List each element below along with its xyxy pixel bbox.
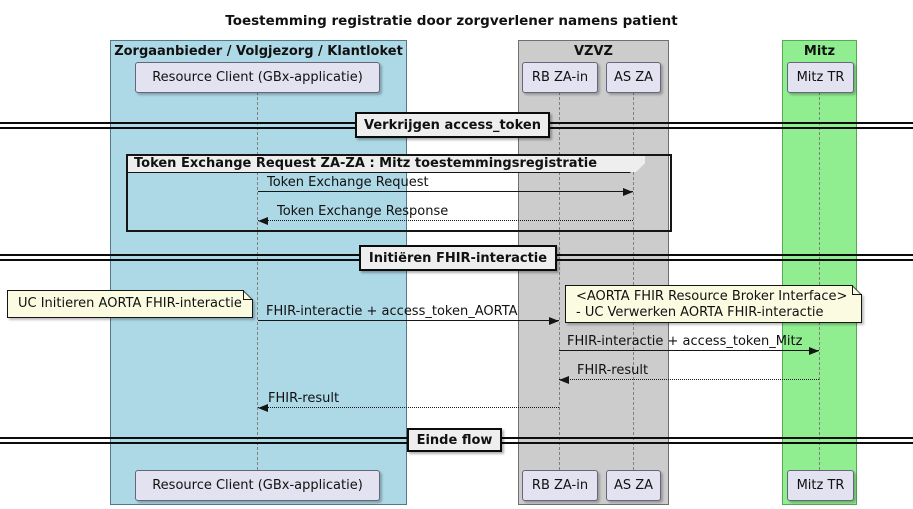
- divider-label: Initiëren FHIR-interactie: [368, 250, 548, 266]
- note-aorta-broker-interface: <AORTA FHIR Resource Broker Interface> -…: [565, 285, 862, 323]
- message-line: [559, 379, 819, 380]
- participant-label: Mitz TR: [796, 478, 845, 493]
- diagram-title: Toestemming registratie door zorgverlene…: [225, 13, 678, 29]
- note-background: [566, 286, 861, 322]
- box-vzvz: VZVZ: [518, 40, 669, 505]
- box-zorgaanbieder-label: Zorgaanbieder / Volgjezorg / Klantloket: [114, 44, 403, 59]
- message-fhir-interactie-aorta: FHIR-interactie + access_token_AORTA: [266, 304, 518, 319]
- participant-label: Mitz TR: [796, 70, 845, 85]
- arrowhead-left-icon: [559, 376, 569, 384]
- arrowhead-right-icon: [623, 188, 633, 196]
- frame-header-label: Token Exchange Request ZA-ZA : Mitz toes…: [128, 156, 645, 172]
- participant-as-za-bottom: AS ZA: [606, 470, 661, 501]
- message-line: [258, 191, 633, 192]
- participant-label: AS ZA: [613, 478, 654, 493]
- arrowhead-left-icon: [258, 404, 268, 412]
- box-mitz-label: Mitz: [803, 44, 836, 59]
- participant-mitz-tr-bottom: Mitz TR: [787, 470, 854, 501]
- box-vzvz-label: VZVZ: [574, 44, 613, 59]
- message-line: [559, 350, 819, 351]
- message-line: [258, 407, 559, 408]
- participant-resource-client-top: Resource Client (GBx-applicatie): [135, 62, 380, 93]
- participant-rb-za-in-top: RB ZA-in: [522, 62, 598, 93]
- arrowhead-right-icon: [549, 317, 559, 325]
- participant-mitz-tr-top: Mitz TR: [787, 62, 854, 93]
- divider-label: Verkrijgen access_token: [364, 117, 541, 133]
- note-background: [8, 291, 252, 317]
- participant-label: Resource Client (GBx-applicatie): [152, 478, 363, 493]
- message-fhir-result-mitz: FHIR-result: [577, 363, 649, 378]
- divider-einde-flow: Einde flow: [407, 428, 502, 452]
- note-line-1: <AORTA FHIR Resource Broker Interface>: [576, 289, 848, 304]
- message-line: [258, 220, 633, 221]
- divider-verkrijgen-access-token: Verkrijgen access_token: [355, 112, 550, 138]
- lifeline-as-za: [633, 92, 634, 470]
- note-text: UC Initieren AORTA FHIR-interactie: [18, 296, 242, 311]
- message-fhir-interactie-mitz: FHIR-interactie + access_token_Mitz: [567, 334, 803, 349]
- note-fold-icon: [243, 290, 253, 300]
- participant-label: RB ZA-in: [531, 70, 589, 85]
- box-zorgaanbieder: Zorgaanbieder / Volgjezorg / Klantloket: [110, 40, 407, 505]
- lifeline-mitz-tr: [819, 92, 820, 470]
- message-token-exchange-response: Token Exchange Response: [277, 204, 449, 219]
- participant-label: RB ZA-in: [531, 478, 589, 493]
- message-token-exchange-request: Token Exchange Request: [267, 175, 429, 190]
- lifeline-resource-client: [257, 92, 258, 470]
- lifeline-rb-za-in: [559, 92, 560, 470]
- note-line-2: - UC Verwerken AORTA FHIR-interactie: [576, 305, 824, 320]
- arrowhead-left-icon: [258, 217, 268, 225]
- message-fhir-result-rb: FHIR-result: [268, 391, 340, 406]
- note-text: <AORTA FHIR Resource Broker Interface> -…: [576, 289, 850, 321]
- participant-rb-za-in-bottom: RB ZA-in: [522, 470, 598, 501]
- note-uc-initieren: UC Initieren AORTA FHIR-interactie: [7, 290, 253, 318]
- note-fold-icon: [852, 285, 862, 295]
- participant-label: Resource Client (GBx-applicatie): [152, 70, 363, 85]
- participant-resource-client-bottom: Resource Client (GBx-applicatie): [135, 470, 380, 501]
- arrowhead-right-icon: [809, 347, 819, 355]
- frame-token-exchange: Token Exchange Request ZA-ZA : Mitz toes…: [126, 154, 672, 232]
- message-line: [258, 320, 559, 321]
- participant-as-za-top: AS ZA: [606, 62, 661, 93]
- divider-label: Einde flow: [416, 432, 493, 448]
- divider-initieren-fhir-interactie: Initiëren FHIR-interactie: [359, 245, 557, 271]
- participant-label: AS ZA: [613, 70, 654, 85]
